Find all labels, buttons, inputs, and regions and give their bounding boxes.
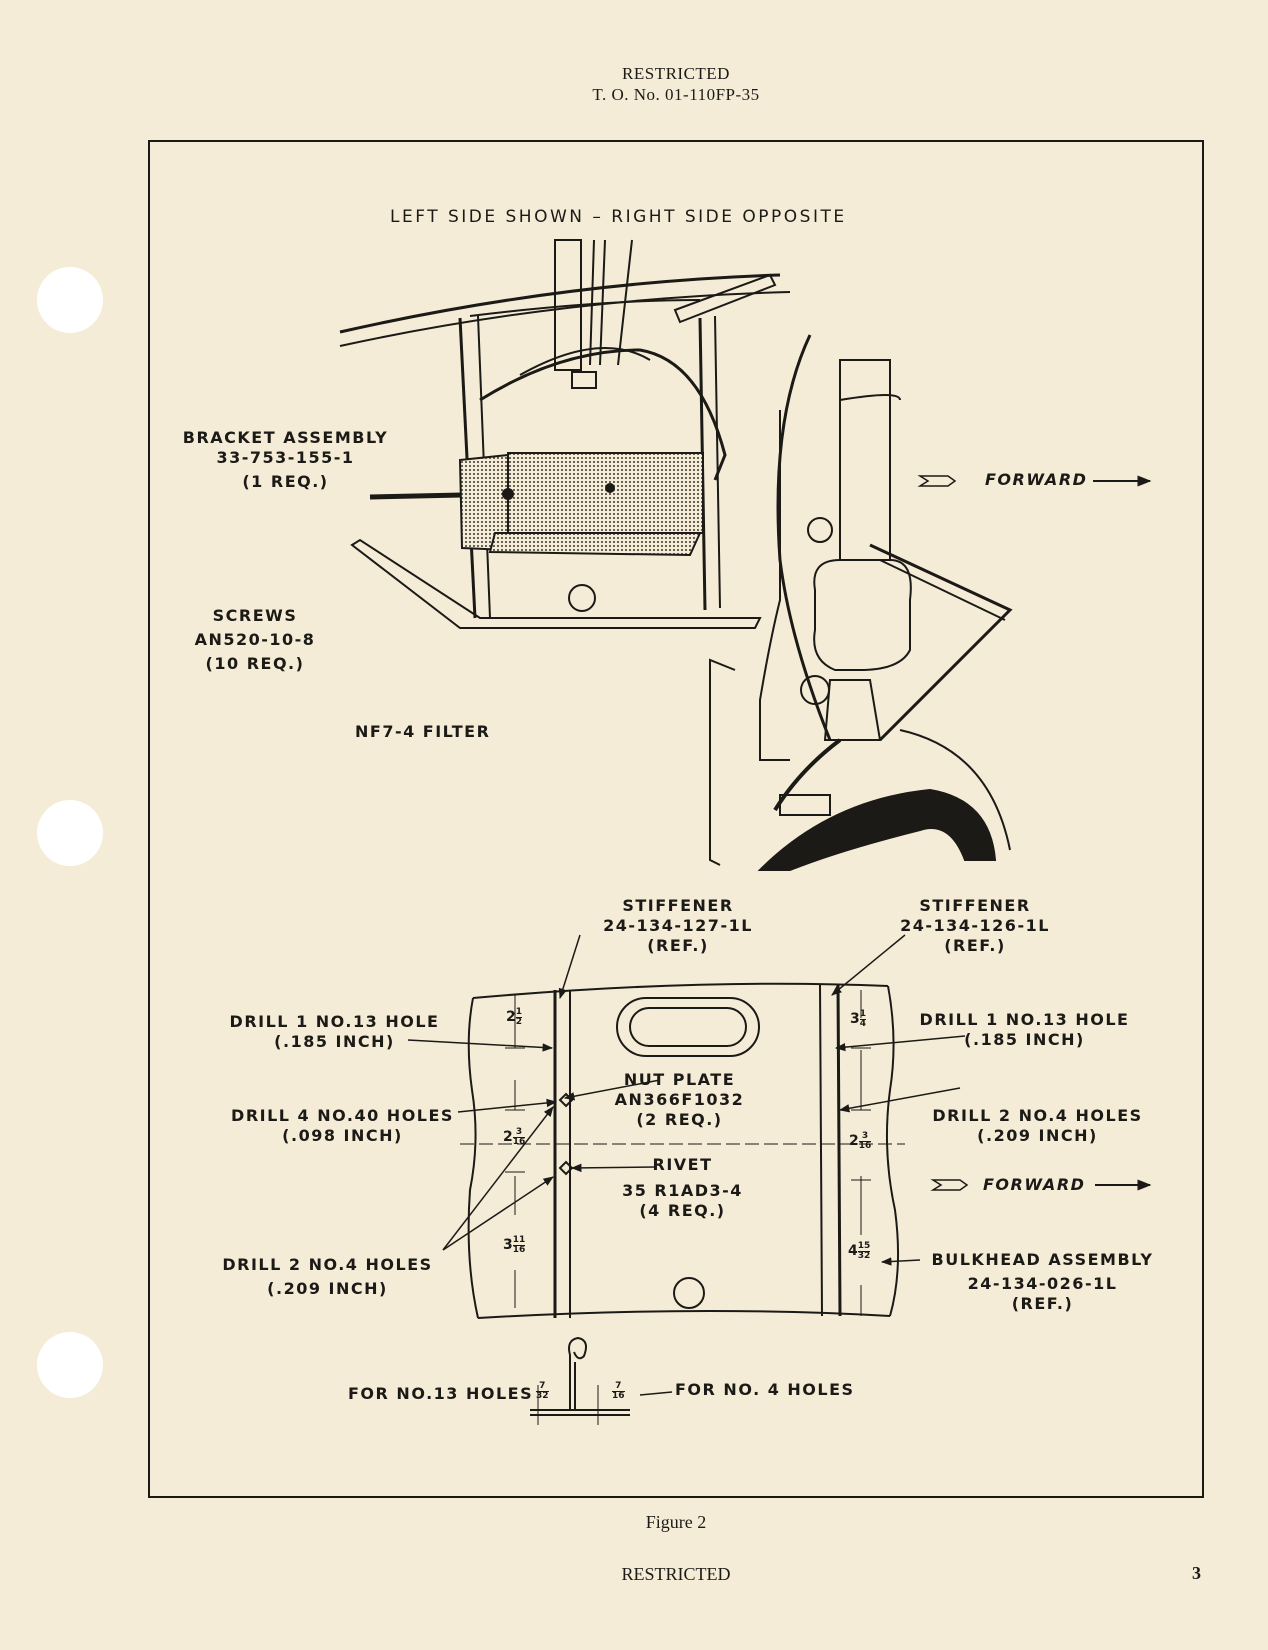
drilling-diagram xyxy=(407,934,966,1425)
screws-qty: (10 REQ.) xyxy=(205,654,305,673)
screws-name: SCREWS xyxy=(212,606,298,625)
bulkhead-label: BULKHEAD ASSEMBLY 24-134-026-1L (REF.) xyxy=(920,1250,1165,1314)
nut-plate-label: NUT PLATE AN366F1032 (2 REQ.) xyxy=(612,1070,747,1130)
binder-hole-top xyxy=(37,267,103,333)
drill-13-right-line2: (.185 INCH) xyxy=(964,1030,1085,1049)
bulkhead-ref: (REF.) xyxy=(1011,1294,1074,1313)
bulkhead-name: BULKHEAD ASSEMBLY xyxy=(931,1250,1154,1269)
bulkhead-part: 24-134-026-1L xyxy=(967,1274,1118,1293)
drill-4-left-line1: DRILL 2 NO.4 HOLES xyxy=(222,1255,433,1274)
bracket-qty: (1 REQ.) xyxy=(242,472,329,491)
page-number: 3 xyxy=(1192,1563,1201,1583)
drill-40-line1: DRILL 4 NO.40 HOLES xyxy=(231,1106,454,1125)
bracket-name: BRACKET ASSEMBLY xyxy=(182,428,389,447)
header-classification: RESTRICTED xyxy=(622,64,730,83)
stiffener-left-label: STIFFENER 24-134-127-1L (REF.) xyxy=(598,896,758,956)
drill-4-right-label: DRILL 2 NO.4 HOLES (.209 INCH) xyxy=(925,1106,1150,1146)
document-number: T. O. No. 01-110FP-35 xyxy=(592,85,760,104)
stiffener-left-ref: (REF.) xyxy=(647,936,709,955)
footer-classification: RESTRICTED xyxy=(621,1564,731,1584)
nut-plate-part: AN366F1032 xyxy=(614,1090,745,1109)
rivet-name: RIVET xyxy=(652,1155,713,1174)
drill-40-label: DRILL 4 NO.40 HOLES (.098 INCH) xyxy=(225,1106,460,1146)
stiffener-right-name: STIFFENER xyxy=(919,896,1031,915)
stiffener-right-label: STIFFENER 24-134-126-1L (REF.) xyxy=(895,896,1055,956)
nut-plate-qty: (2 REQ.) xyxy=(636,1110,723,1129)
drill-13-left-line2: (.185 INCH) xyxy=(274,1032,395,1051)
screws-part: AN520-10-8 xyxy=(194,630,316,649)
binder-hole-bottom xyxy=(37,1332,103,1398)
nut-plate-name: NUT PLATE xyxy=(623,1070,736,1089)
figure-caption: Figure 2 xyxy=(645,1512,707,1532)
drill-13-left-line1: DRILL 1 NO.13 HOLE xyxy=(229,1012,440,1031)
rivet-part: 35 R1AD3-4 xyxy=(622,1181,743,1200)
stiffener-left-part: 24-134-127-1L xyxy=(603,916,753,935)
bracket-assembly-label: BRACKET ASSEMBLY 33-753-155-1 (1 REQ.) xyxy=(178,428,393,492)
bracket-part: 33-753-155-1 xyxy=(216,448,355,467)
stiffener-right-ref: (REF.) xyxy=(944,936,1006,955)
forward-label-bottom: FORWARD xyxy=(983,1175,1086,1194)
drill-4-right-line2: (.209 INCH) xyxy=(977,1126,1098,1145)
stiffener-left-name: STIFFENER xyxy=(622,896,734,915)
forward-label-top: FORWARD xyxy=(985,470,1088,489)
screws-label: SCREWS AN520-10-8 (10 REQ.) xyxy=(190,606,320,674)
rivet-label: RIVET 35 R1AD3-4 (4 REQ.) xyxy=(615,1155,750,1221)
figure-frame xyxy=(148,140,1204,1498)
view-title: LEFT SIDE SHOWN – RIGHT SIDE OPPOSITE xyxy=(390,207,847,227)
filter-label: NF7-4 FILTER xyxy=(355,722,491,741)
installation-view xyxy=(339,239,1013,871)
forward-arrows xyxy=(917,475,1152,1191)
drill-4-left-label: DRILL 2 NO.4 HOLES (.209 INCH) xyxy=(215,1255,440,1299)
drill-13-right-line1: DRILL 1 NO.13 HOLE xyxy=(919,1010,1130,1029)
binder-hole-middle xyxy=(37,800,103,866)
drill-13-right-label: DRILL 1 NO.13 HOLE (.185 INCH) xyxy=(912,1010,1137,1050)
drill-40-line2: (.098 INCH) xyxy=(282,1126,403,1145)
drill-4-left-line2: (.209 INCH) xyxy=(267,1279,388,1298)
drill-4-right-line1: DRILL 2 NO.4 HOLES xyxy=(932,1106,1143,1125)
edge-note-4: FOR NO. 4 HOLES xyxy=(675,1380,855,1399)
rivet-qty: (4 REQ.) xyxy=(639,1201,726,1220)
edge-note-13: FOR NO.13 HOLES xyxy=(348,1384,534,1403)
drill-13-left-label: DRILL 1 NO.13 HOLE (.185 INCH) xyxy=(222,1012,447,1052)
stiffener-right-part: 24-134-126-1L xyxy=(900,916,1050,935)
